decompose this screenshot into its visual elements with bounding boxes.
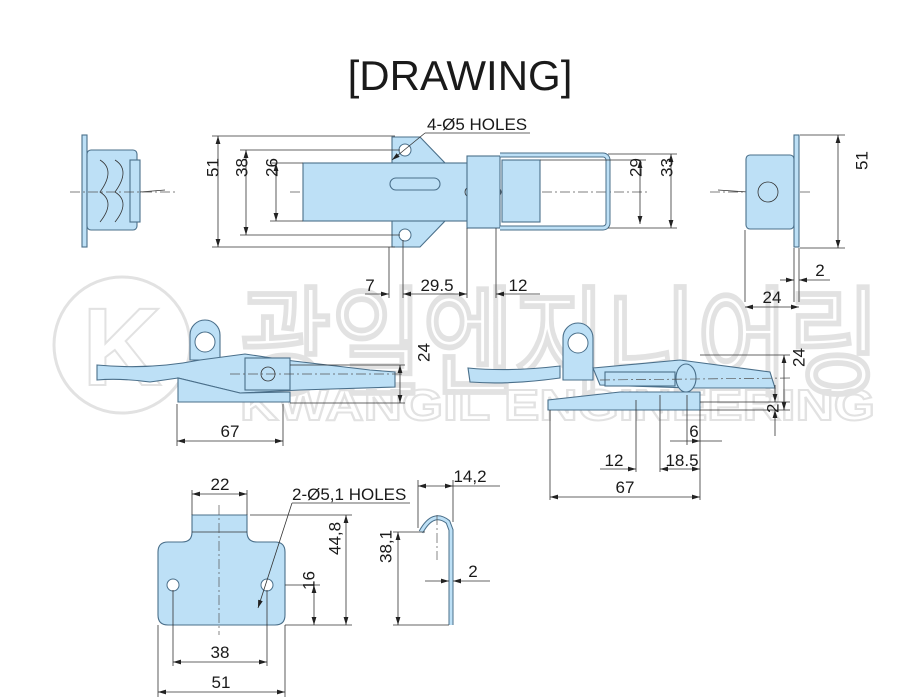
hinge xyxy=(466,155,501,229)
dim-29-5: 29.5 xyxy=(420,276,453,295)
striker-plate: 22 2-Ø5,1 HOLES 44,8 16 38 51 xyxy=(157,475,410,697)
dim-38: 38 xyxy=(233,158,252,177)
side-view-closed: 24 67 xyxy=(96,319,434,446)
dim-16: 16 xyxy=(300,571,319,590)
dim-14-2: 14,2 xyxy=(453,467,486,486)
right-end-view: 51 2 24 xyxy=(710,134,872,310)
dim-67: 67 xyxy=(221,422,240,441)
dim-12: 12 xyxy=(605,451,624,470)
dim-26: 26 xyxy=(263,158,282,177)
dim-2: 2 xyxy=(468,562,477,581)
dim-44-8: 44,8 xyxy=(325,522,344,555)
side-view-open: 24 2 6 12 18.5 67 xyxy=(467,322,809,500)
dim-18-5: 18.5 xyxy=(665,451,698,470)
dim-24: 24 xyxy=(415,343,434,362)
page-title: [DRAWING] xyxy=(348,52,573,99)
dim-51: 51 xyxy=(212,673,231,692)
dim-6: 6 xyxy=(689,422,698,441)
watermark-logo: K xyxy=(82,286,161,409)
dim-7: 7 xyxy=(365,276,374,295)
dim-22: 22 xyxy=(211,475,230,494)
holes-note: 4-Ø5 HOLES xyxy=(427,115,527,134)
dim-51: 51 xyxy=(204,158,223,177)
hole-icon xyxy=(166,578,180,592)
dim-51: 51 xyxy=(853,151,872,170)
dim-24: 24 xyxy=(790,348,809,367)
watermark: K 광일엔지니어링 KWANGIL ENGINEERING xyxy=(52,275,881,431)
loop-block xyxy=(501,159,541,223)
hole-icon xyxy=(398,228,412,242)
dim-38: 38 xyxy=(211,643,230,662)
holes-note: 2-Ø5,1 HOLES xyxy=(292,485,406,504)
dim-33: 33 xyxy=(658,158,677,177)
dim-2: 2 xyxy=(815,261,824,280)
left-end-view xyxy=(70,134,175,248)
dim-12: 12 xyxy=(509,276,528,295)
slot xyxy=(389,177,441,191)
dim-24: 24 xyxy=(763,288,782,307)
dim-29: 29 xyxy=(627,158,646,177)
dim-2: 2 xyxy=(763,404,782,413)
watermark-korean: 광일엔지니어링 xyxy=(240,279,880,411)
top-view: 51 38 26 29 33 7 29.5 12 4-Ø5 HOLES xyxy=(204,115,677,298)
latch-body xyxy=(302,162,470,222)
dim-38-1: 38,1 xyxy=(376,530,395,563)
striker-side-view: 14,2 38,1 2 xyxy=(376,467,500,626)
dim-67: 67 xyxy=(616,478,635,497)
